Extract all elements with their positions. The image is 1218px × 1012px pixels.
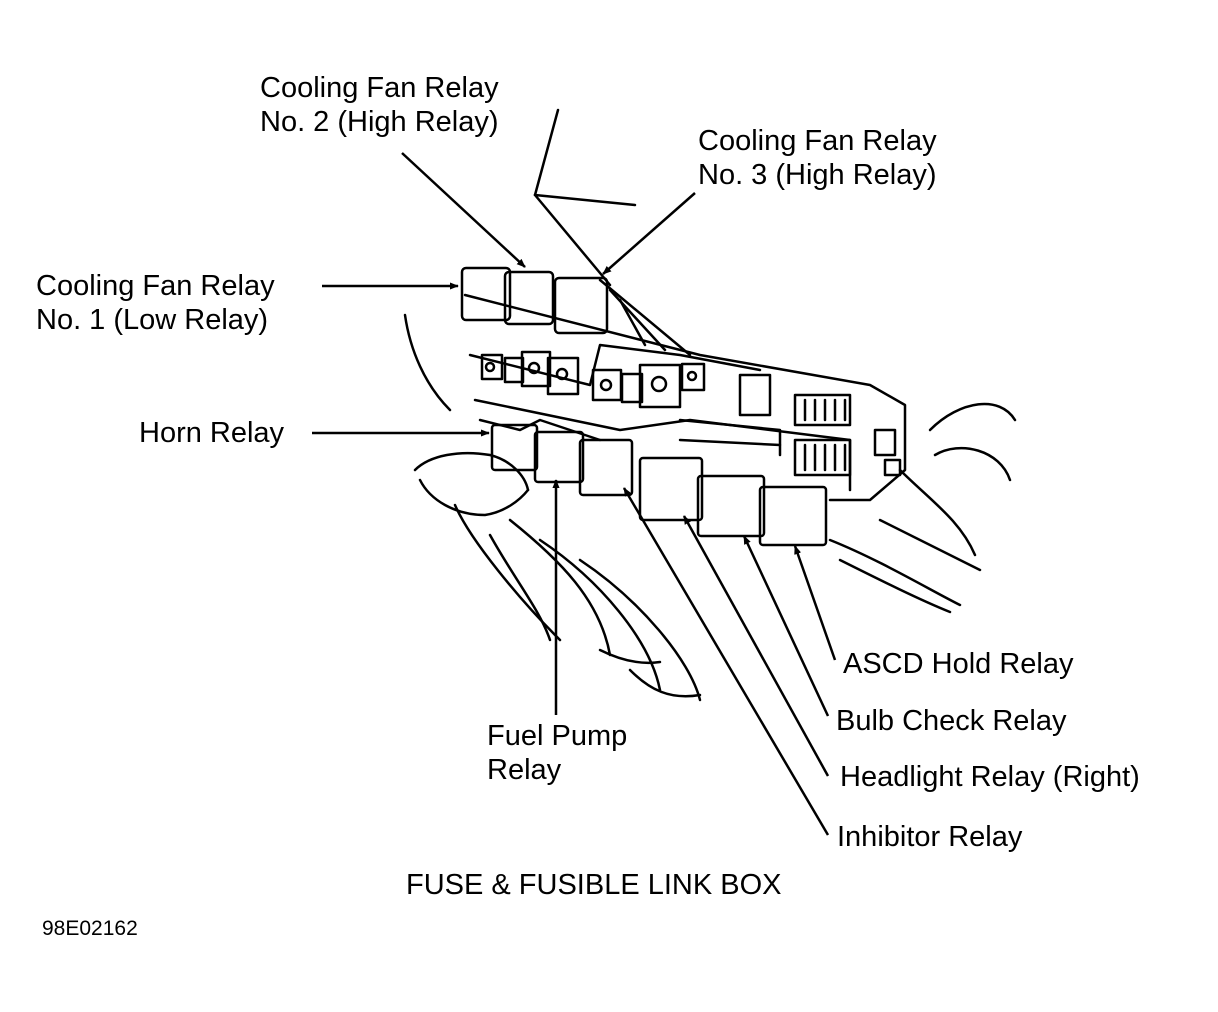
label-cooling-fan-relay-1-line2: No. 1 (Low Relay) xyxy=(36,304,269,336)
leader-ascd-hold-relay xyxy=(793,545,837,661)
leader-bulb-check-relay xyxy=(742,535,830,717)
label-cooling-fan-relay-2-line2: No. 2 (High Relay) xyxy=(260,106,499,138)
wiring-harness-left xyxy=(413,451,702,702)
figure-caption: FUSE & FUSIBLE LINK BOX xyxy=(406,869,782,901)
label-cooling-fan-relay-2-line1: Cooling Fan Relay xyxy=(260,72,499,104)
leader-cooling-fan-relay-3 xyxy=(602,192,696,275)
label-inhibitor-relay: Inhibitor Relay xyxy=(837,821,1023,853)
leader-headlight-relay xyxy=(682,515,830,777)
wiring-harness-right xyxy=(828,402,1017,614)
label-fuel-pump-relay-line2: Relay xyxy=(487,754,562,786)
leader-inhibitor-relay xyxy=(622,487,830,836)
label-bulb-check-relay: Bulb Check Relay xyxy=(836,705,1067,737)
relay-middle-row xyxy=(480,350,706,409)
arc-line xyxy=(403,313,452,412)
label-cooling-fan-relay-3-line1: Cooling Fan Relay xyxy=(698,125,937,157)
leader-cooling-fan-relay-2 xyxy=(401,152,526,268)
label-ascd-hold-relay: ASCD Hold Relay xyxy=(843,648,1074,680)
label-horn-relay: Horn Relay xyxy=(139,417,285,449)
relay-bottom-row xyxy=(490,423,828,547)
label-cooling-fan-relay-3-line2: No. 3 (High Relay) xyxy=(698,159,937,191)
figure-code: 98E02162 xyxy=(42,917,138,940)
label-fuel-pump-relay-line1: Fuel Pump xyxy=(487,720,628,752)
label-headlight-relay-right: Headlight Relay (Right) xyxy=(840,761,1140,793)
label-cooling-fan-relay-1-line1: Cooling Fan Relay xyxy=(36,270,275,302)
relay-top-row xyxy=(460,266,609,335)
